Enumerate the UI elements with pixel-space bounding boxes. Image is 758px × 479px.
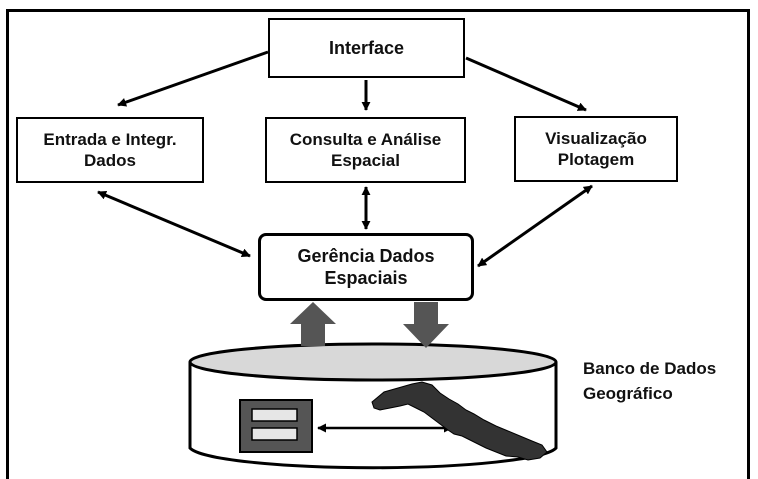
block-arrow-up	[290, 302, 336, 346]
arrow-entrada-gerencia	[97, 190, 251, 258]
arrow-interface-to-entrada	[117, 50, 269, 107]
entrada-label-line1: Entrada e Integr.	[43, 129, 177, 149]
database-label: Banco de Dados Geográfico	[583, 357, 716, 406]
arrow-visualizacao-gerencia	[477, 184, 593, 268]
gerencia-dados-box: Gerência Dados Espaciais	[258, 233, 474, 301]
consulta-label-line2: Espacial	[331, 151, 400, 170]
database-label-line2: Geográfico	[583, 383, 673, 403]
visualizacao-label-line2: Plotagem	[557, 150, 635, 169]
visualizacao-label-line1: Visualização	[545, 128, 647, 148]
interface-label: Interface	[328, 37, 405, 58]
block-arrow-down	[403, 302, 449, 348]
table-icon	[239, 399, 313, 453]
gerencia-label-line1: Gerência Dados	[297, 245, 435, 266]
visualizacao-plotagem-box: Visualização Plotagem	[514, 116, 678, 182]
interface-box: Interface	[268, 18, 465, 78]
entrada-integracao-box: Entrada e Integr. Dados	[16, 117, 204, 183]
consulta-analise-box: Consulta e Análise Espacial	[265, 117, 466, 183]
gerencia-label-line2: Espaciais	[324, 268, 408, 288]
entrada-label-line2: Dados	[84, 151, 136, 170]
database-label-line1: Banco de Dados	[583, 359, 717, 378]
map-island-icon	[371, 381, 548, 461]
diagram-frame	[6, 9, 750, 479]
arrow-interface-to-visualizacao	[465, 56, 587, 112]
consulta-label-line1: Consulta e Análise	[289, 129, 442, 149]
